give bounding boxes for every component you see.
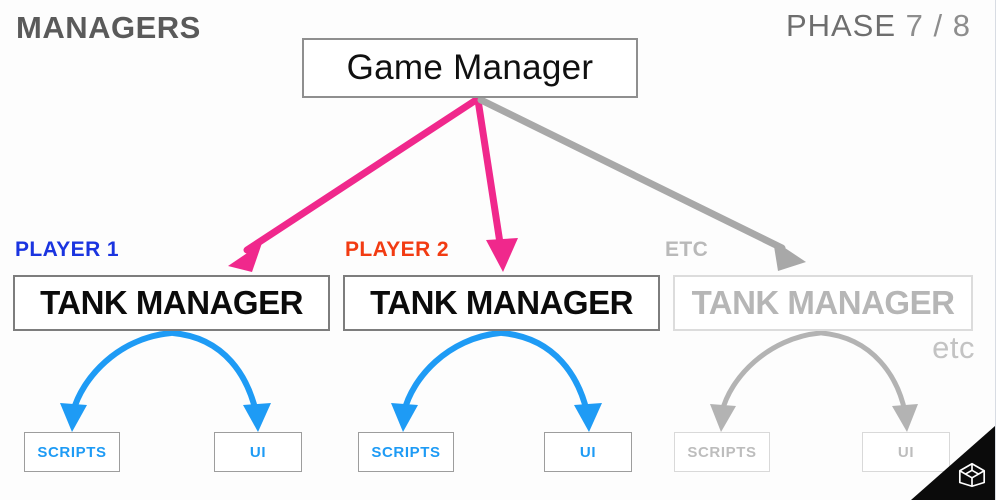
node-scripts-etc[interactable]: SCRIPTS: [674, 432, 770, 472]
node-ui-player-2[interactable]: UI: [544, 432, 632, 472]
arrow-player1-to-scripts: [60, 330, 174, 432]
node-game-manager[interactable]: Game Manager: [302, 38, 638, 98]
arrow-etc-to-ui: [819, 330, 918, 432]
node-scripts-player-2[interactable]: SCRIPTS: [358, 432, 454, 472]
arrow-player2-to-ui: [499, 330, 602, 432]
corner-triangle: [911, 426, 995, 500]
node-tank-manager-etc[interactable]: TANK MANAGER: [673, 275, 973, 331]
group-label-player-1: PLAYER 1: [15, 238, 119, 261]
group-label-player-2: PLAYER 2: [345, 238, 449, 261]
node-ui-player-1[interactable]: UI: [214, 432, 302, 472]
unity-logo-corner: [911, 426, 995, 500]
arrow-etc-to-scripts: [710, 330, 823, 432]
page-title: MANAGERS: [16, 10, 201, 45]
phase-indicator: PHASE 7 / 8: [786, 8, 971, 44]
arrow-player2-to-scripts: [391, 330, 503, 432]
node-tank-manager-player-1[interactable]: TANK MANAGER: [13, 275, 330, 331]
node-scripts-player-1[interactable]: SCRIPTS: [24, 432, 120, 472]
arrow-gm-to-etc: [477, 96, 806, 271]
group-label-etc: ETC: [665, 238, 709, 261]
etc-annotation: etc: [932, 330, 975, 365]
phase-value: 7 / 8: [905, 8, 971, 43]
phase-label: PHASE: [785, 8, 897, 43]
arrow-gm-to-player2: [474, 96, 518, 272]
unity-logo-icon: [958, 462, 986, 488]
node-tank-manager-player-2[interactable]: TANK MANAGER: [343, 275, 660, 331]
arrow-player1-to-ui: [170, 330, 271, 432]
